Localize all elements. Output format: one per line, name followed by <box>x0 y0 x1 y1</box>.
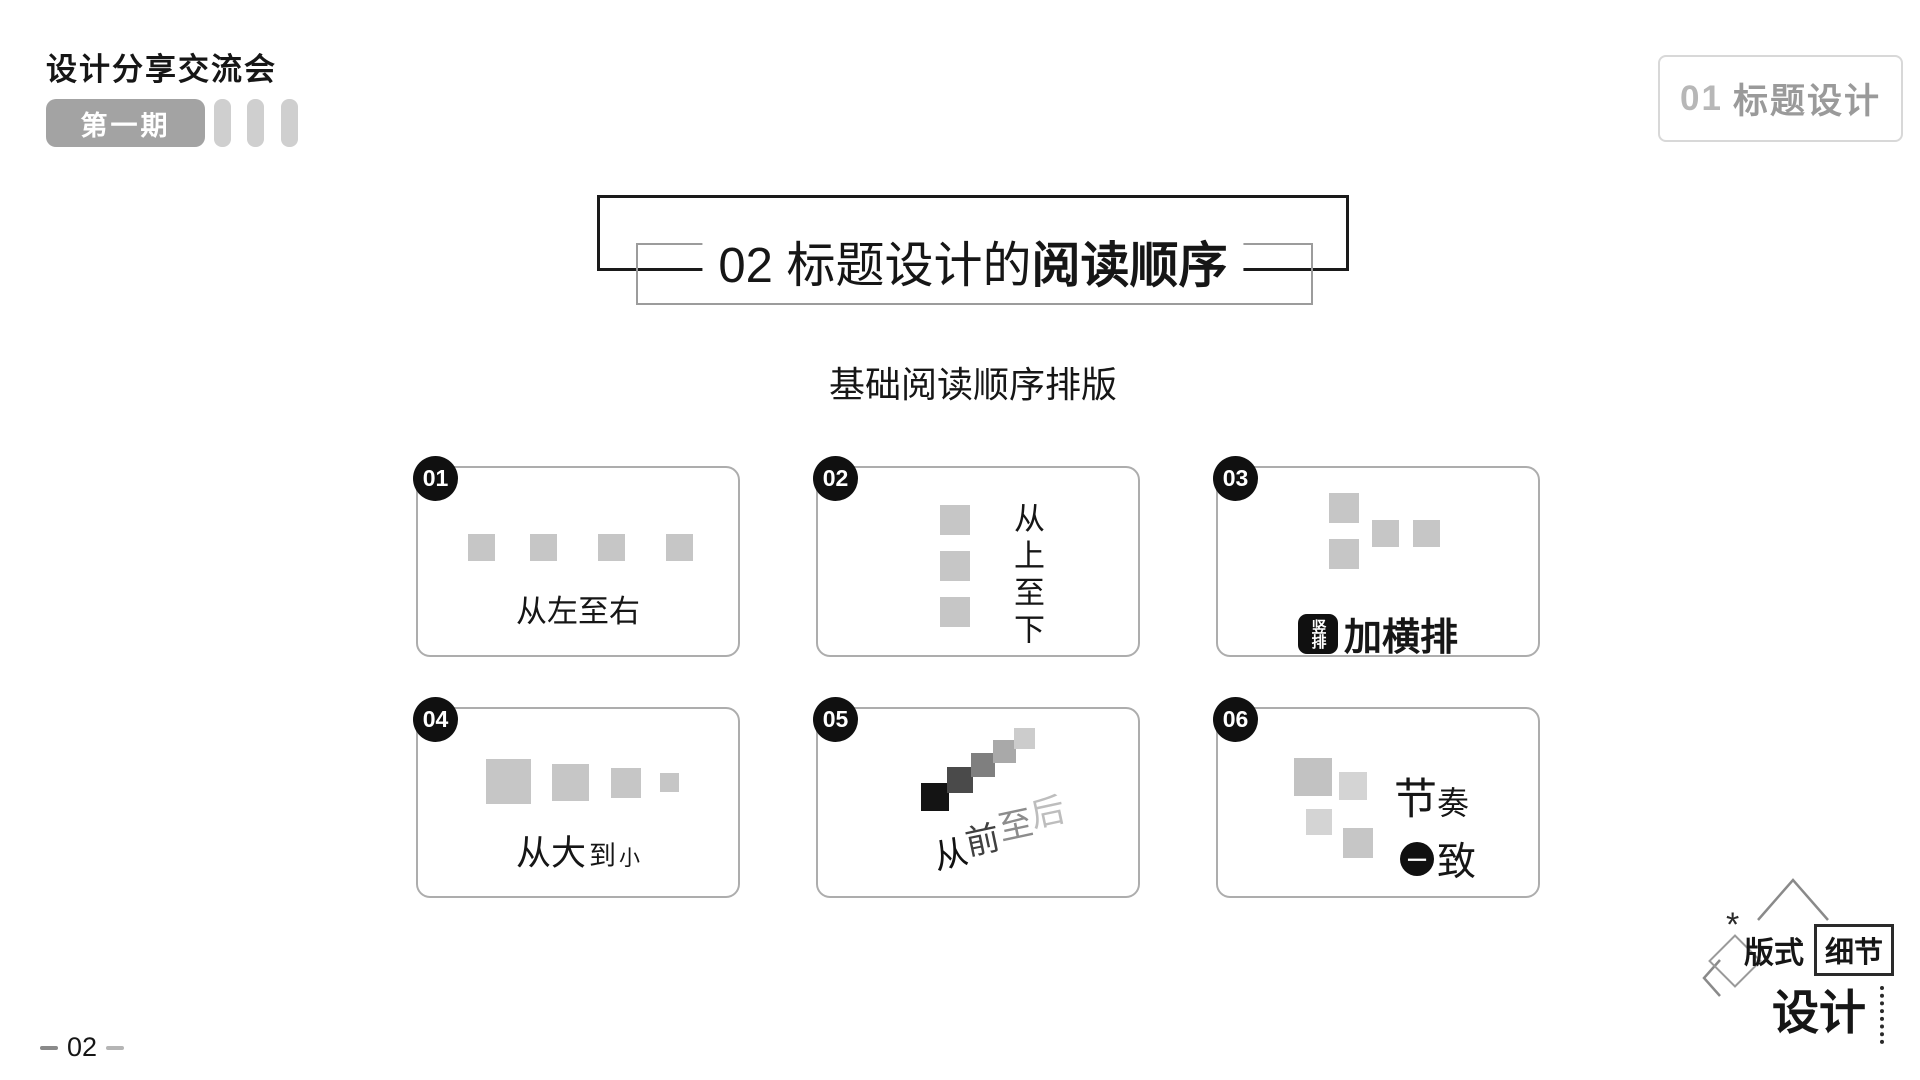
card-number-badge: 06 <box>1213 697 1258 742</box>
logo-lines <box>1702 878 1829 997</box>
deco-square <box>1306 809 1332 835</box>
dash-right <box>106 1045 125 1050</box>
deco-square <box>1294 758 1332 796</box>
chapter-number: 01 <box>1680 78 1723 118</box>
chapter-title: 标题设计 <box>1732 82 1881 121</box>
deco-square <box>598 534 625 561</box>
card-number-badge: 01 <box>413 456 458 501</box>
card-consistent-rhythm: 06 节 奏 一 致 <box>1213 697 1540 898</box>
deco-square <box>660 773 679 792</box>
deco-square <box>1413 520 1440 547</box>
dotted-line-icon <box>1880 986 1884 1044</box>
caption-mid: 到 <box>589 841 616 871</box>
deco-square <box>993 740 1016 763</box>
deco-square <box>666 534 693 561</box>
card-number-badge: 04 <box>413 697 458 742</box>
slide-title-regular: 02 标题设计的 <box>718 239 1032 293</box>
slide-subtitle: 基础阅读顺序排版 <box>828 364 1117 405</box>
deco-bar <box>281 99 298 147</box>
card-big-to-small: 04 从大 到 小 <box>413 697 740 898</box>
card-caption-block: 节 奏 一 致 <box>1394 765 1476 887</box>
logo-word-main: 设计 <box>1772 986 1866 1039</box>
slide-title: 02 标题设计的阅读顺序 <box>702 226 1244 297</box>
card-vertical-plus-horizontal: 03 竖排 加横排 <box>1213 456 1540 659</box>
card-caption-row: 从大 到 小 <box>418 825 738 876</box>
vertical-tag-badge: 竖排 <box>1297 613 1338 654</box>
deco-square <box>1329 539 1359 569</box>
deco-square <box>468 534 495 561</box>
card-top-to-bottom: 02 从上至下 <box>813 456 1140 657</box>
deco-bar <box>214 99 231 147</box>
dash-left <box>40 1045 58 1050</box>
issue-badge: 第一期 <box>46 99 205 147</box>
caption-top-small: 奏 <box>1437 785 1470 821</box>
deco-square <box>940 551 970 581</box>
card-front-to-back: 05 从 前 至 后 <box>813 697 1140 898</box>
vertical-tag-label: 竖排 <box>1309 618 1327 649</box>
card-caption-row: 竖排 加横排 <box>1218 606 1538 661</box>
deco-square <box>1343 828 1373 858</box>
deco-square <box>971 753 995 777</box>
logo-word-top: 版式 <box>1744 937 1804 970</box>
card-caption-vertical: 从上至下 <box>1009 502 1044 650</box>
card-number-badge: 03 <box>1213 456 1258 501</box>
title-block: 02 标题设计的阅读顺序 <box>597 195 1349 306</box>
deco-square <box>940 597 970 627</box>
page-number: 02 <box>67 1032 98 1062</box>
deco-square <box>611 768 641 798</box>
deco-square <box>486 759 531 804</box>
card-left-to-right: 01 从左至右 <box>413 456 740 657</box>
card-number-badge: 02 <box>813 456 858 501</box>
caption-large: 从大 <box>515 834 586 873</box>
slide-title-bold: 阅读顺序 <box>1031 239 1228 293</box>
page-number-block: 02 <box>40 1032 125 1063</box>
deco-square <box>940 505 970 535</box>
chapter-label: 01 标题设计 <box>1658 55 1903 142</box>
caption-small: 小 <box>619 847 640 870</box>
deco-square <box>947 767 973 793</box>
caption-row-bottom: 一 致 <box>1400 831 1476 887</box>
deco-square <box>1014 728 1035 749</box>
deco-square <box>1329 493 1359 523</box>
card-caption: 加横排 <box>1343 617 1458 659</box>
deco-square <box>1372 520 1399 547</box>
sparkle-icon: * <box>1726 906 1740 944</box>
rhythm-circle-badge: 一 <box>1400 842 1434 876</box>
caption-bottom: 致 <box>1437 841 1477 884</box>
deco-square <box>1339 772 1367 800</box>
deco-square <box>552 764 589 801</box>
deco-square <box>530 534 557 561</box>
deco-square <box>921 783 949 811</box>
caption-row-top: 节 奏 <box>1394 765 1476 827</box>
brand-logo: * 版式 细节 设计 <box>1700 868 1915 1073</box>
caption-top-large: 节 <box>1394 776 1437 824</box>
deco-bar <box>247 99 264 147</box>
card-caption: 从左至右 <box>516 594 640 629</box>
card-number-badge: 05 <box>813 697 858 742</box>
event-title: 设计分享交流会 <box>46 52 277 87</box>
logo-word-boxed: 细节 <box>1814 924 1895 976</box>
